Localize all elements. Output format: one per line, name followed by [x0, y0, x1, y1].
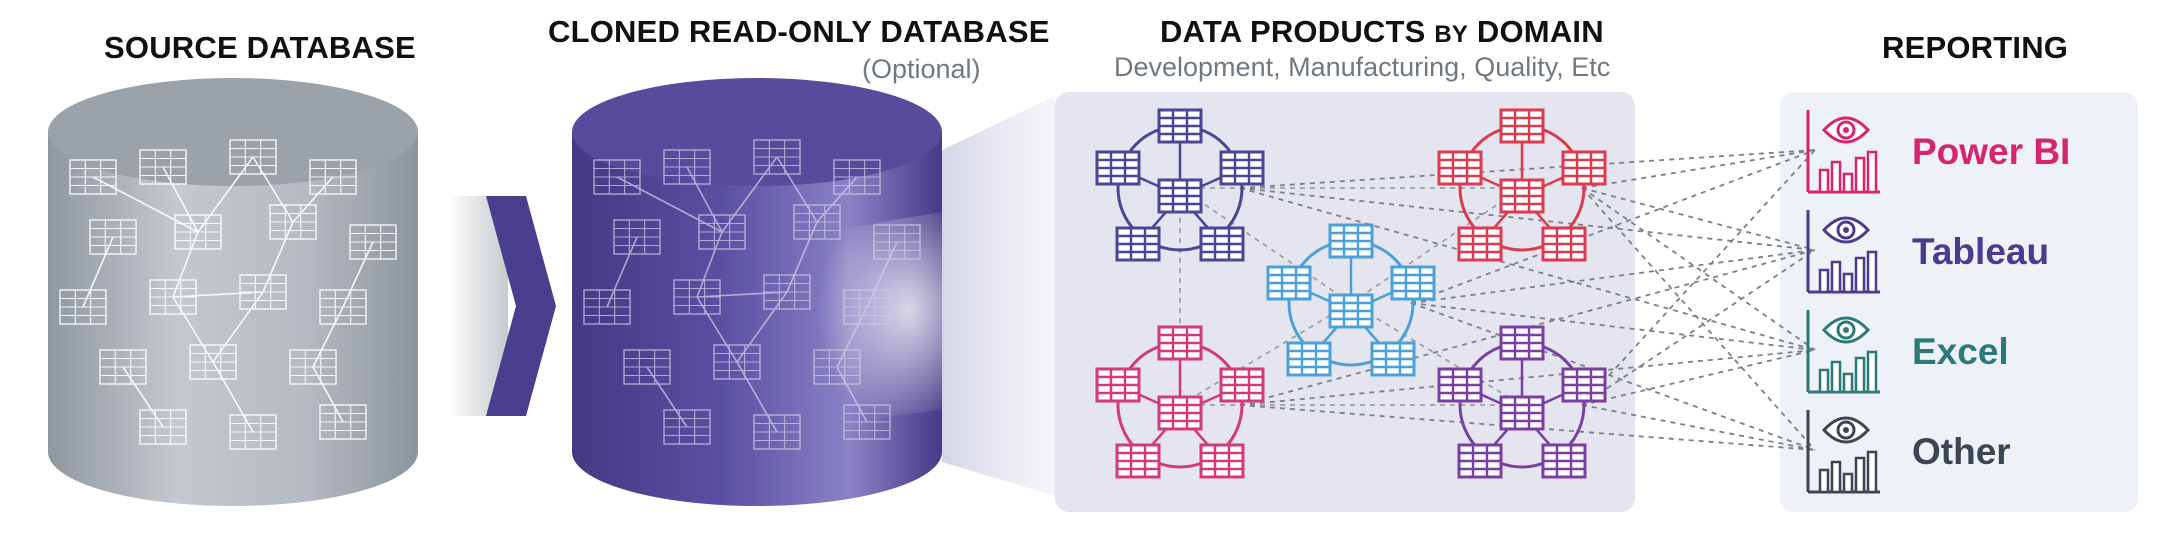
table-icon — [1159, 180, 1201, 212]
table-icon — [1439, 369, 1481, 401]
reporting-tool-label: Tableau — [1912, 231, 2049, 272]
table-icon — [1330, 225, 1372, 257]
table-icon — [1097, 152, 1139, 184]
table-icon — [1543, 228, 1585, 260]
projection-beam — [942, 96, 1055, 496]
table-icon — [1117, 228, 1159, 260]
table-icon — [1501, 397, 1543, 429]
table-icon — [1221, 152, 1263, 184]
table-icon — [1221, 369, 1263, 401]
table-icon — [1201, 228, 1243, 260]
table-icon — [1159, 397, 1201, 429]
table-icon — [1288, 343, 1330, 375]
table-icon — [1268, 267, 1310, 299]
reporting-tool-label: Power BI — [1912, 131, 2070, 172]
source-database-cylinder — [48, 78, 418, 506]
table-icon — [1330, 295, 1372, 327]
table-icon — [1159, 327, 1201, 359]
table-icon — [1159, 110, 1201, 142]
table-icon — [1392, 267, 1434, 299]
table-icon — [1097, 369, 1139, 401]
replication-arrow-icon — [448, 196, 556, 416]
table-icon — [1501, 327, 1543, 359]
reporting-tool-label: Excel — [1912, 331, 2009, 372]
cloned-database-cylinder — [572, 78, 942, 506]
table-icon — [1201, 445, 1243, 477]
table-icon — [1501, 180, 1543, 212]
table-icon — [1543, 445, 1585, 477]
table-icon — [1439, 152, 1481, 184]
table-icon — [1117, 445, 1159, 477]
table-icon — [1459, 445, 1501, 477]
table-icon — [1372, 343, 1414, 375]
table-icon — [1563, 369, 1605, 401]
table-icon — [1563, 152, 1605, 184]
reporting-tool-label: Other — [1912, 431, 2011, 472]
table-icon — [1501, 110, 1543, 142]
table-icon — [1459, 228, 1501, 260]
